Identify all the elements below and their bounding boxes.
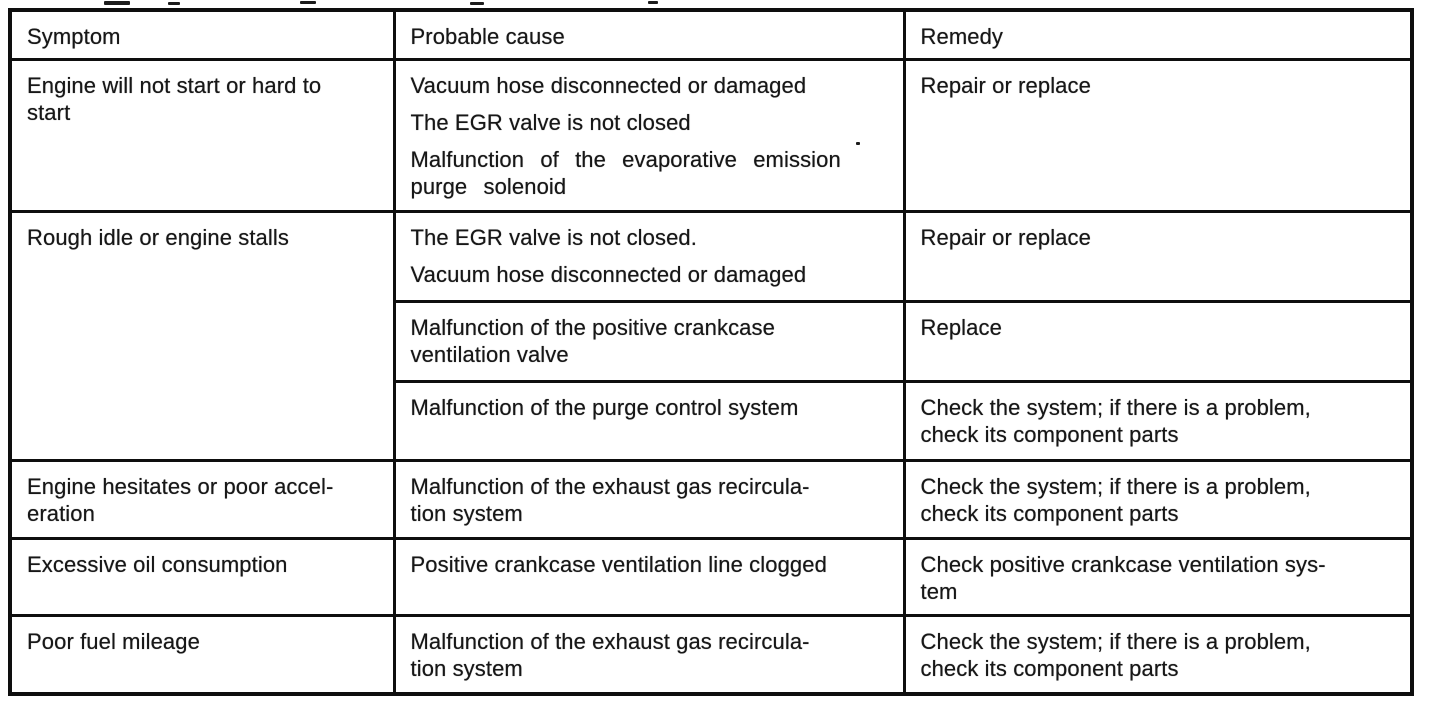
cause-item: Malfunction of the purge control system bbox=[410, 394, 799, 420]
scan-noise-speck bbox=[470, 2, 484, 5]
cause-item: Malfunction of the exhaust gas recircula… bbox=[410, 628, 810, 681]
table-row: Excessive oil consumption Positive crank… bbox=[8, 536, 1414, 617]
remedy-cell: Repair or replace bbox=[902, 209, 1414, 303]
troubleshooting-table: Symptom Probable cause Remedy Engine wil… bbox=[8, 8, 1414, 696]
cause-cell: Positive crankcase ventilation line clog… bbox=[392, 536, 906, 617]
cause-item: Vacuum hose disconnected or damaged bbox=[410, 261, 807, 287]
remedy-text: Check the system; if there is a problem,… bbox=[920, 473, 1311, 526]
column-header-remedy: Remedy bbox=[902, 8, 1414, 61]
cause-cell: Malfunction of the exhaust gas recircula… bbox=[392, 458, 906, 540]
column-header-symptom: Symptom bbox=[8, 8, 396, 61]
table-sub-row: Malfunction of the positive crankcase ve… bbox=[10, 299, 1414, 383]
remedy-cell: Check the system; if there is a problem,… bbox=[902, 379, 1414, 462]
scan-noise-speck bbox=[168, 2, 180, 5]
cause-item: Malfunction of the evaporative emission … bbox=[410, 146, 841, 199]
symptom-text: Excessive oil consumption bbox=[27, 551, 288, 577]
remedy-cell: Check the system; if there is a problem,… bbox=[902, 613, 1414, 696]
cause-cell: Malfunction of the exhaust gas recircula… bbox=[392, 613, 906, 696]
remedy-text: Check the system; if there is a problem,… bbox=[920, 628, 1311, 681]
remedy-cell: Check the system; if there is a problem,… bbox=[902, 458, 1414, 540]
column-header-probable-cause: Probable cause bbox=[392, 8, 906, 61]
remedy-cell: Check positive crankcase ventilation sys… bbox=[902, 536, 1414, 617]
cause-item: Malfunction of the exhaust gas recircula… bbox=[410, 473, 810, 526]
symptom-cell: Poor fuel mileage bbox=[8, 613, 396, 696]
cause-item: Positive crankcase ventilation line clog… bbox=[410, 551, 827, 577]
remedy-cell: Replace bbox=[902, 299, 1414, 383]
scan-noise-speck bbox=[648, 1, 658, 4]
cause-cell: The EGR valve is not closed. Vacuum hose… bbox=[392, 209, 906, 303]
symptom-cell: Excessive oil consumption bbox=[8, 536, 396, 617]
scan-noise-speck bbox=[104, 1, 130, 5]
table-row: Poor fuel mileage Malfunction of the exh… bbox=[8, 613, 1414, 696]
remedy-text: Repair or replace bbox=[920, 72, 1091, 98]
symptom-text: Engine will not start or hard to start bbox=[27, 72, 322, 125]
remedy-text: Repair or replace bbox=[920, 224, 1091, 250]
table-row: Engine will not start or hard to start V… bbox=[8, 57, 1414, 213]
header-row: Symptom Probable cause Remedy bbox=[8, 8, 1414, 61]
table-sub-row: Malfunction of the purge control system … bbox=[10, 379, 1414, 462]
table-row: Rough idle or engine stalls The EGR valv… bbox=[8, 209, 1414, 462]
remedy-cell: Repair or replace bbox=[902, 57, 1414, 213]
cause-cell: Malfunction of the purge control system bbox=[392, 379, 906, 462]
cause-cell: Vacuum hose disconnected or damaged The … bbox=[392, 57, 906, 213]
symptom-cell: Engine hesitates or poor accel- eration bbox=[8, 458, 396, 540]
table-row: Engine hesitates or poor accel- eration … bbox=[8, 458, 1414, 540]
remedy-text: Check positive crankcase ventilation sys… bbox=[920, 551, 1326, 604]
cause-item: Malfunction of the positive crankcase ve… bbox=[410, 314, 775, 367]
remedy-text: Replace bbox=[920, 314, 1002, 340]
symptom-text: Rough idle or engine stalls bbox=[27, 224, 289, 250]
cause-item: The EGR valve is not closed. bbox=[410, 224, 697, 250]
symptom-cell: Engine will not start or hard to start bbox=[8, 57, 396, 213]
remedy-text: Check the system; if there is a problem,… bbox=[920, 394, 1311, 447]
symptom-text: Poor fuel mileage bbox=[27, 628, 200, 654]
symptom-text: Engine hesitates or poor accel- eration bbox=[27, 473, 334, 526]
cause-item: The EGR valve is not closed bbox=[410, 109, 691, 135]
scan-noise-speck bbox=[300, 1, 316, 4]
cause-item: Vacuum hose disconnected or damaged bbox=[410, 72, 807, 98]
cause-cell: Malfunction of the positive crankcase ve… bbox=[392, 299, 906, 383]
symptom-cell: Rough idle or engine stalls bbox=[8, 209, 396, 462]
